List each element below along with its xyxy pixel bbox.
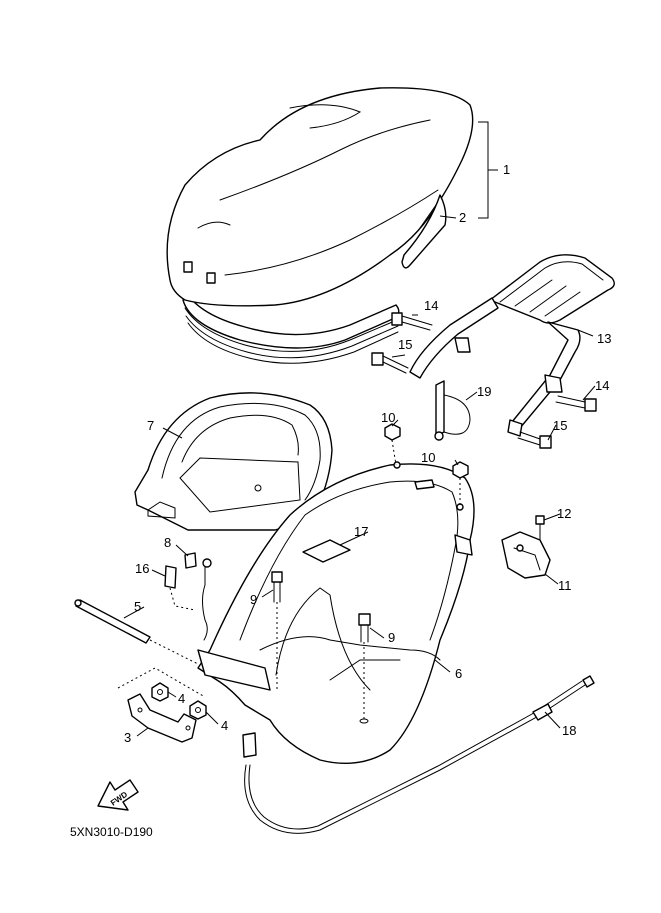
- callout-4b: 4: [221, 718, 228, 733]
- bolt-14-lower[interactable]: [555, 395, 597, 412]
- bracket-3[interactable]: [117, 667, 206, 743]
- nut-10-right[interactable]: [452, 461, 469, 505]
- callout-2: 2: [459, 210, 466, 225]
- mat-17[interactable]: [302, 539, 351, 563]
- callout-10a: 10: [381, 410, 395, 425]
- bolt-9-left[interactable]: [271, 571, 283, 690]
- rear-carrier[interactable]: [409, 254, 615, 437]
- callout-15a: 15: [398, 337, 412, 352]
- lock-assembly-11[interactable]: [501, 531, 551, 579]
- nut-10-left[interactable]: [384, 423, 401, 466]
- fwd-arrow-icon: FWD: [97, 779, 139, 811]
- bolt-15-upper[interactable]: [371, 352, 409, 374]
- callout-bracket-1-2: [478, 121, 498, 219]
- nut-4-upper[interactable]: [151, 682, 169, 702]
- helmet-hook[interactable]: [434, 380, 471, 441]
- screw-12[interactable]: [535, 515, 545, 541]
- inner-tray[interactable]: [134, 392, 333, 531]
- callout-10b: 10: [421, 450, 435, 465]
- callout-19: 19: [477, 384, 491, 399]
- callout-9a: 9: [250, 592, 257, 607]
- callout-3: 3: [124, 730, 131, 745]
- callout-8: 8: [164, 535, 171, 550]
- callout-14b: 14: [595, 378, 609, 393]
- callout-18: 18: [562, 723, 576, 738]
- callout-13: 13: [597, 331, 611, 346]
- leader-lines: [123, 314, 596, 737]
- callout-12: 12: [557, 506, 571, 521]
- nut-4-lower[interactable]: [189, 700, 207, 720]
- callout-14a: 14: [424, 298, 438, 313]
- bolt-9-right[interactable]: [358, 613, 371, 724]
- rod-5[interactable]: [74, 599, 199, 665]
- callout-4a: 4: [178, 691, 185, 706]
- callout-17: 17: [354, 524, 368, 539]
- bolt-15-lower[interactable]: [517, 431, 552, 449]
- callout-11: 11: [558, 578, 572, 593]
- cable-18[interactable]: [242, 675, 595, 834]
- callout-6: 6: [455, 666, 462, 681]
- callout-5: 5: [134, 599, 141, 614]
- clip-8[interactable]: [184, 552, 197, 569]
- callout-7: 7: [147, 418, 154, 433]
- cable-16[interactable]: [164, 558, 212, 641]
- callout-1: 1: [503, 162, 510, 177]
- bolt-14-upper[interactable]: [391, 312, 433, 331]
- storage-box[interactable]: [197, 461, 475, 765]
- seat-assembly[interactable]: [166, 87, 474, 364]
- diagram-code: 5XN3010-D190: [70, 825, 153, 839]
- callout-9b: 9: [388, 630, 395, 645]
- callout-15b: 15: [553, 418, 567, 433]
- callout-labels: 1 2 3 4 4 5 6 7 8 9 9 10 10 11 12 13 14 …: [124, 162, 611, 745]
- callout-16: 16: [135, 561, 149, 576]
